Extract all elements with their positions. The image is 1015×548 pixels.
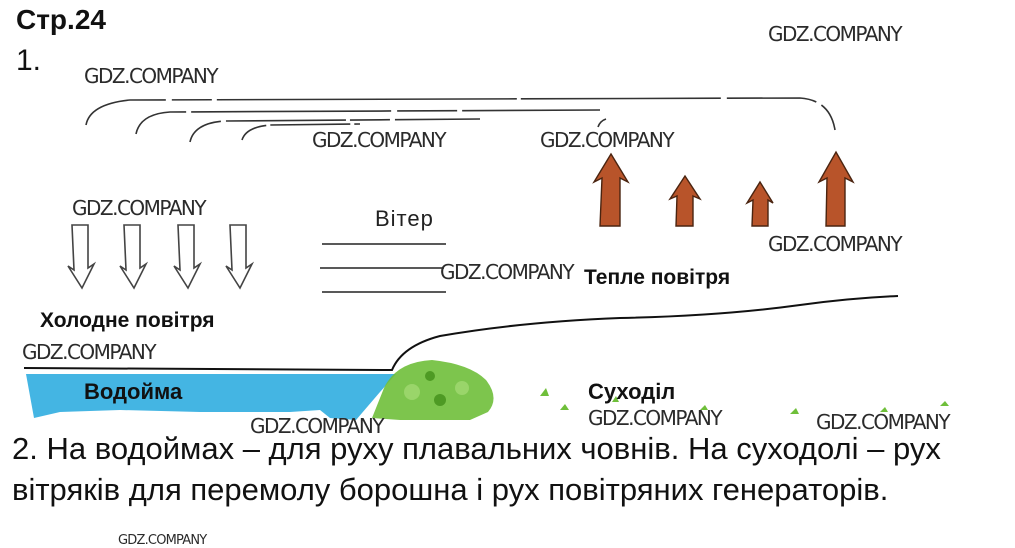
down-arrow-icon [173,224,203,290]
page-title: Стр.24 [16,4,106,35]
watermark: GDZ.COMPANY [312,128,447,152]
down-arrow-icon [225,224,255,290]
watermark: GDZ.COMPANY [588,406,723,430]
watermark: GDZ.COMPANY [250,414,385,438]
up-arrow-icon [745,180,774,227]
watermark: GDZ.COMPANY [540,128,675,152]
watermark: GDZ.COMPANY [118,533,207,548]
land-vegetation [372,360,949,420]
warm-air-label: Тепле повітря [584,266,731,289]
up-arrow-icon [592,152,630,227]
cold-air-arrows [67,224,255,290]
watermark: GDZ.COMPANY [72,196,207,220]
watermark: GDZ.COMPANY [440,260,575,284]
answer-text: 2. На водоймах – для руху плавальних чов… [12,431,941,507]
circulation-arcs [85,97,836,143]
watermark: GDZ.COMPANY [22,340,157,364]
down-arrow-icon [67,224,97,290]
wind-lines [320,243,446,293]
watermark: GDZ.COMPANY [84,64,219,88]
watermark: GDZ.COMPANY [816,410,951,434]
up-arrow-icon [817,150,855,227]
up-arrow-icon [668,174,702,227]
water-label: Водойма [84,379,183,404]
down-arrow-icon [119,224,149,290]
task-number: 1. [16,44,42,77]
water-area [26,374,396,420]
watermark: GDZ.COMPANY [768,232,903,256]
ground-line [23,295,899,372]
warm-air-arrows [592,150,855,227]
watermark: GDZ.COMPANY [768,22,903,46]
land-label: Суходіл [588,379,676,404]
wind-label: Вітер [375,206,434,231]
cold-air-label: Холодне повітря [40,309,215,332]
